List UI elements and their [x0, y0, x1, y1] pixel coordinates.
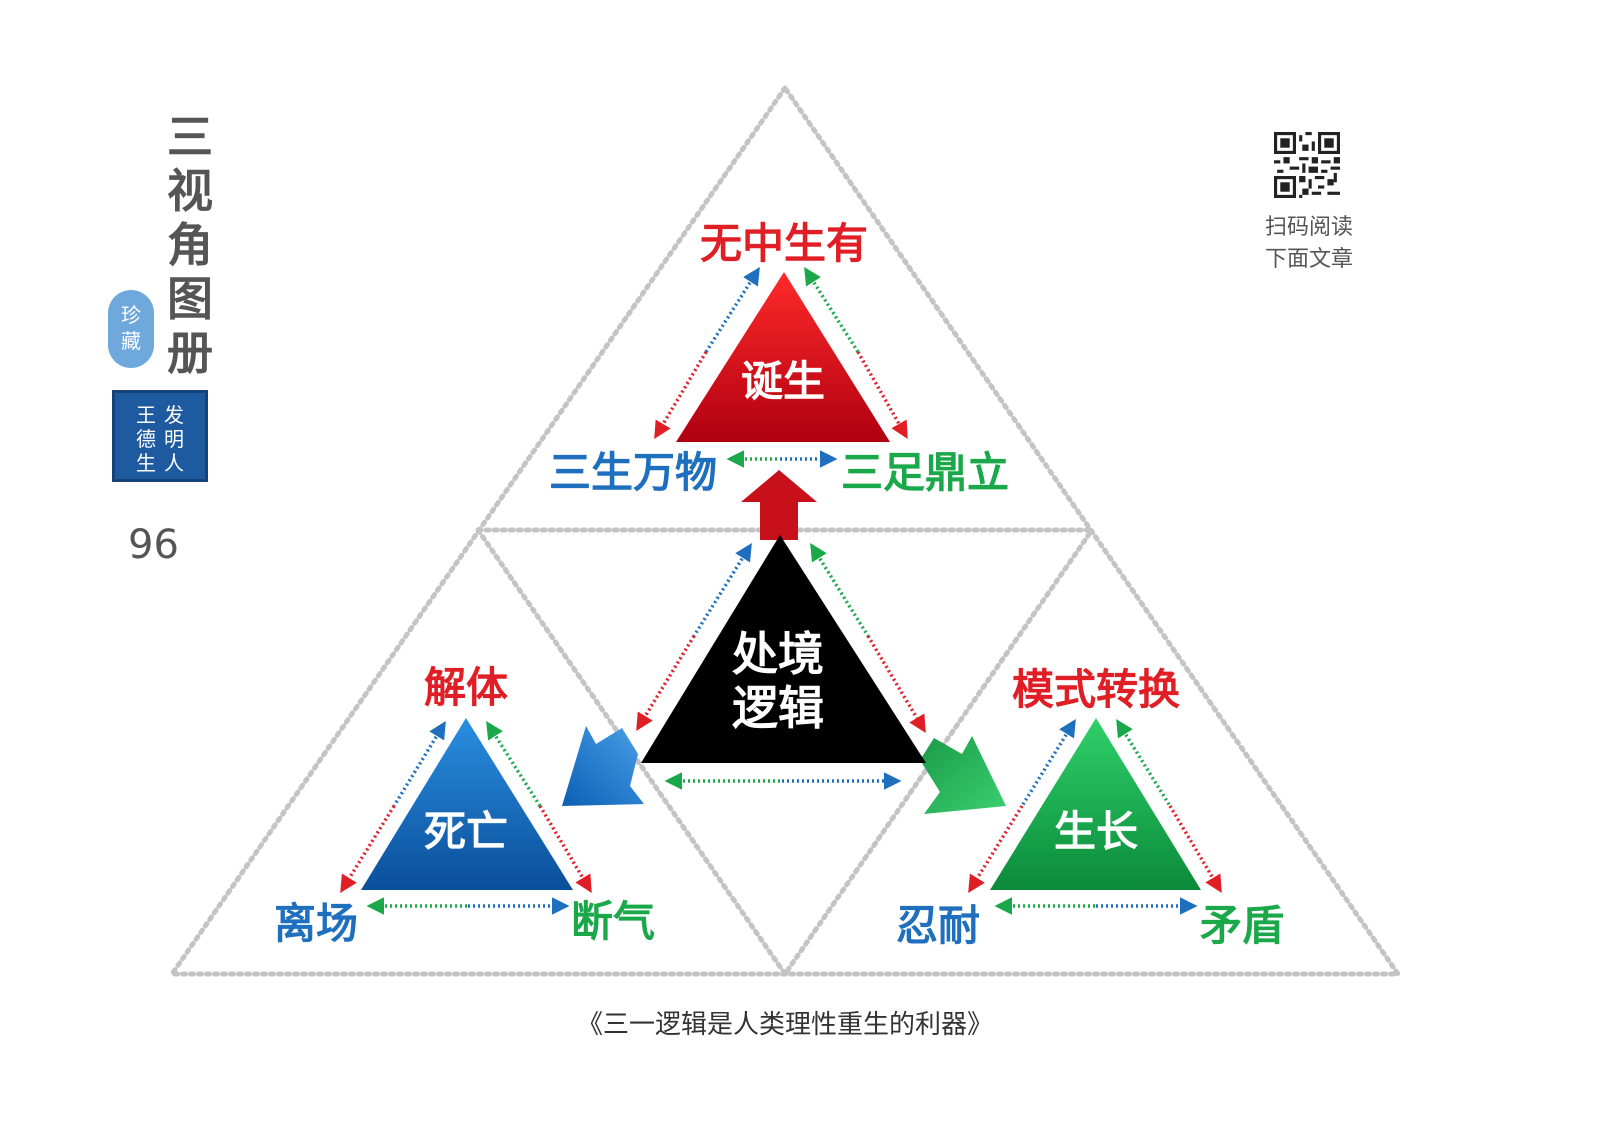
- right-apex-label: 模式转换: [1012, 665, 1180, 714]
- seal-char: 发: [164, 403, 184, 427]
- arrow-up-icon: [741, 470, 817, 540]
- top-center-label: 诞生: [741, 357, 825, 406]
- left-left-label: 离场: [274, 899, 358, 948]
- arrow-down-right-icon: [920, 736, 1006, 814]
- center-label-line-1: 处境: [732, 627, 824, 681]
- author-seal: 发 明 人 王 德 生: [112, 390, 208, 482]
- left-apex-label: 解体: [424, 663, 508, 712]
- left-right-label: 断气: [571, 897, 655, 946]
- seal-char: 珍: [121, 303, 141, 327]
- seal-char: 王: [136, 403, 156, 427]
- top-left-label: 三生万物: [549, 448, 717, 497]
- death-triangle: [361, 718, 573, 890]
- top-right-label: 三足鼎立: [841, 448, 1009, 497]
- qr-caption-line: 下面文章: [1264, 247, 1353, 272]
- figure-caption: 《三一逻辑是人类理性重生的利器》: [576, 1010, 993, 1040]
- book-title-char: 三: [167, 110, 213, 164]
- top-apex-label: 无中生有: [700, 219, 868, 268]
- seal-char: 明: [164, 427, 184, 451]
- book-title: 三 视 角 图 册: [160, 110, 220, 380]
- right-left-label: 忍耐: [896, 901, 980, 950]
- birth-triangle: [676, 272, 890, 442]
- top-relation-arrows: [654, 267, 908, 468]
- book-title-char: 图: [167, 272, 213, 326]
- seal-col-left: 王 德 生: [136, 403, 156, 479]
- seal-col-right: 发 明 人: [164, 403, 184, 479]
- seal-char: 藏: [121, 329, 141, 353]
- qr-caption-line: 扫码阅读: [1264, 215, 1353, 240]
- left-center-label: 死亡: [424, 807, 508, 856]
- seal-char: 生: [136, 451, 156, 475]
- qr-code-icon[interactable]: [1274, 132, 1340, 198]
- book-title-char: 角: [167, 218, 213, 272]
- seal-char: 德: [136, 427, 156, 451]
- center-relation-arrows: [636, 543, 926, 790]
- collection-seal: 珍 藏: [108, 290, 154, 368]
- book-title-char: 视: [167, 164, 213, 218]
- right-right-label: 矛盾: [1200, 901, 1284, 950]
- growth-triangle: [990, 718, 1201, 890]
- inner-dotted-v: [475, 527, 1095, 979]
- arrow-down-left-icon: [562, 726, 644, 806]
- situation-logic-triangle: [641, 535, 926, 763]
- book-title-char: 册: [167, 326, 213, 380]
- seal-char: 人: [164, 451, 184, 475]
- center-label-line-2: 逻辑: [732, 681, 824, 735]
- left-relation-arrows: [340, 721, 592, 915]
- page-number: 96: [128, 522, 179, 568]
- right-relation-arrows: [968, 719, 1222, 915]
- qr-caption: 扫码阅读 下面文章: [1254, 212, 1364, 276]
- right-center-label: 生长: [1054, 807, 1138, 856]
